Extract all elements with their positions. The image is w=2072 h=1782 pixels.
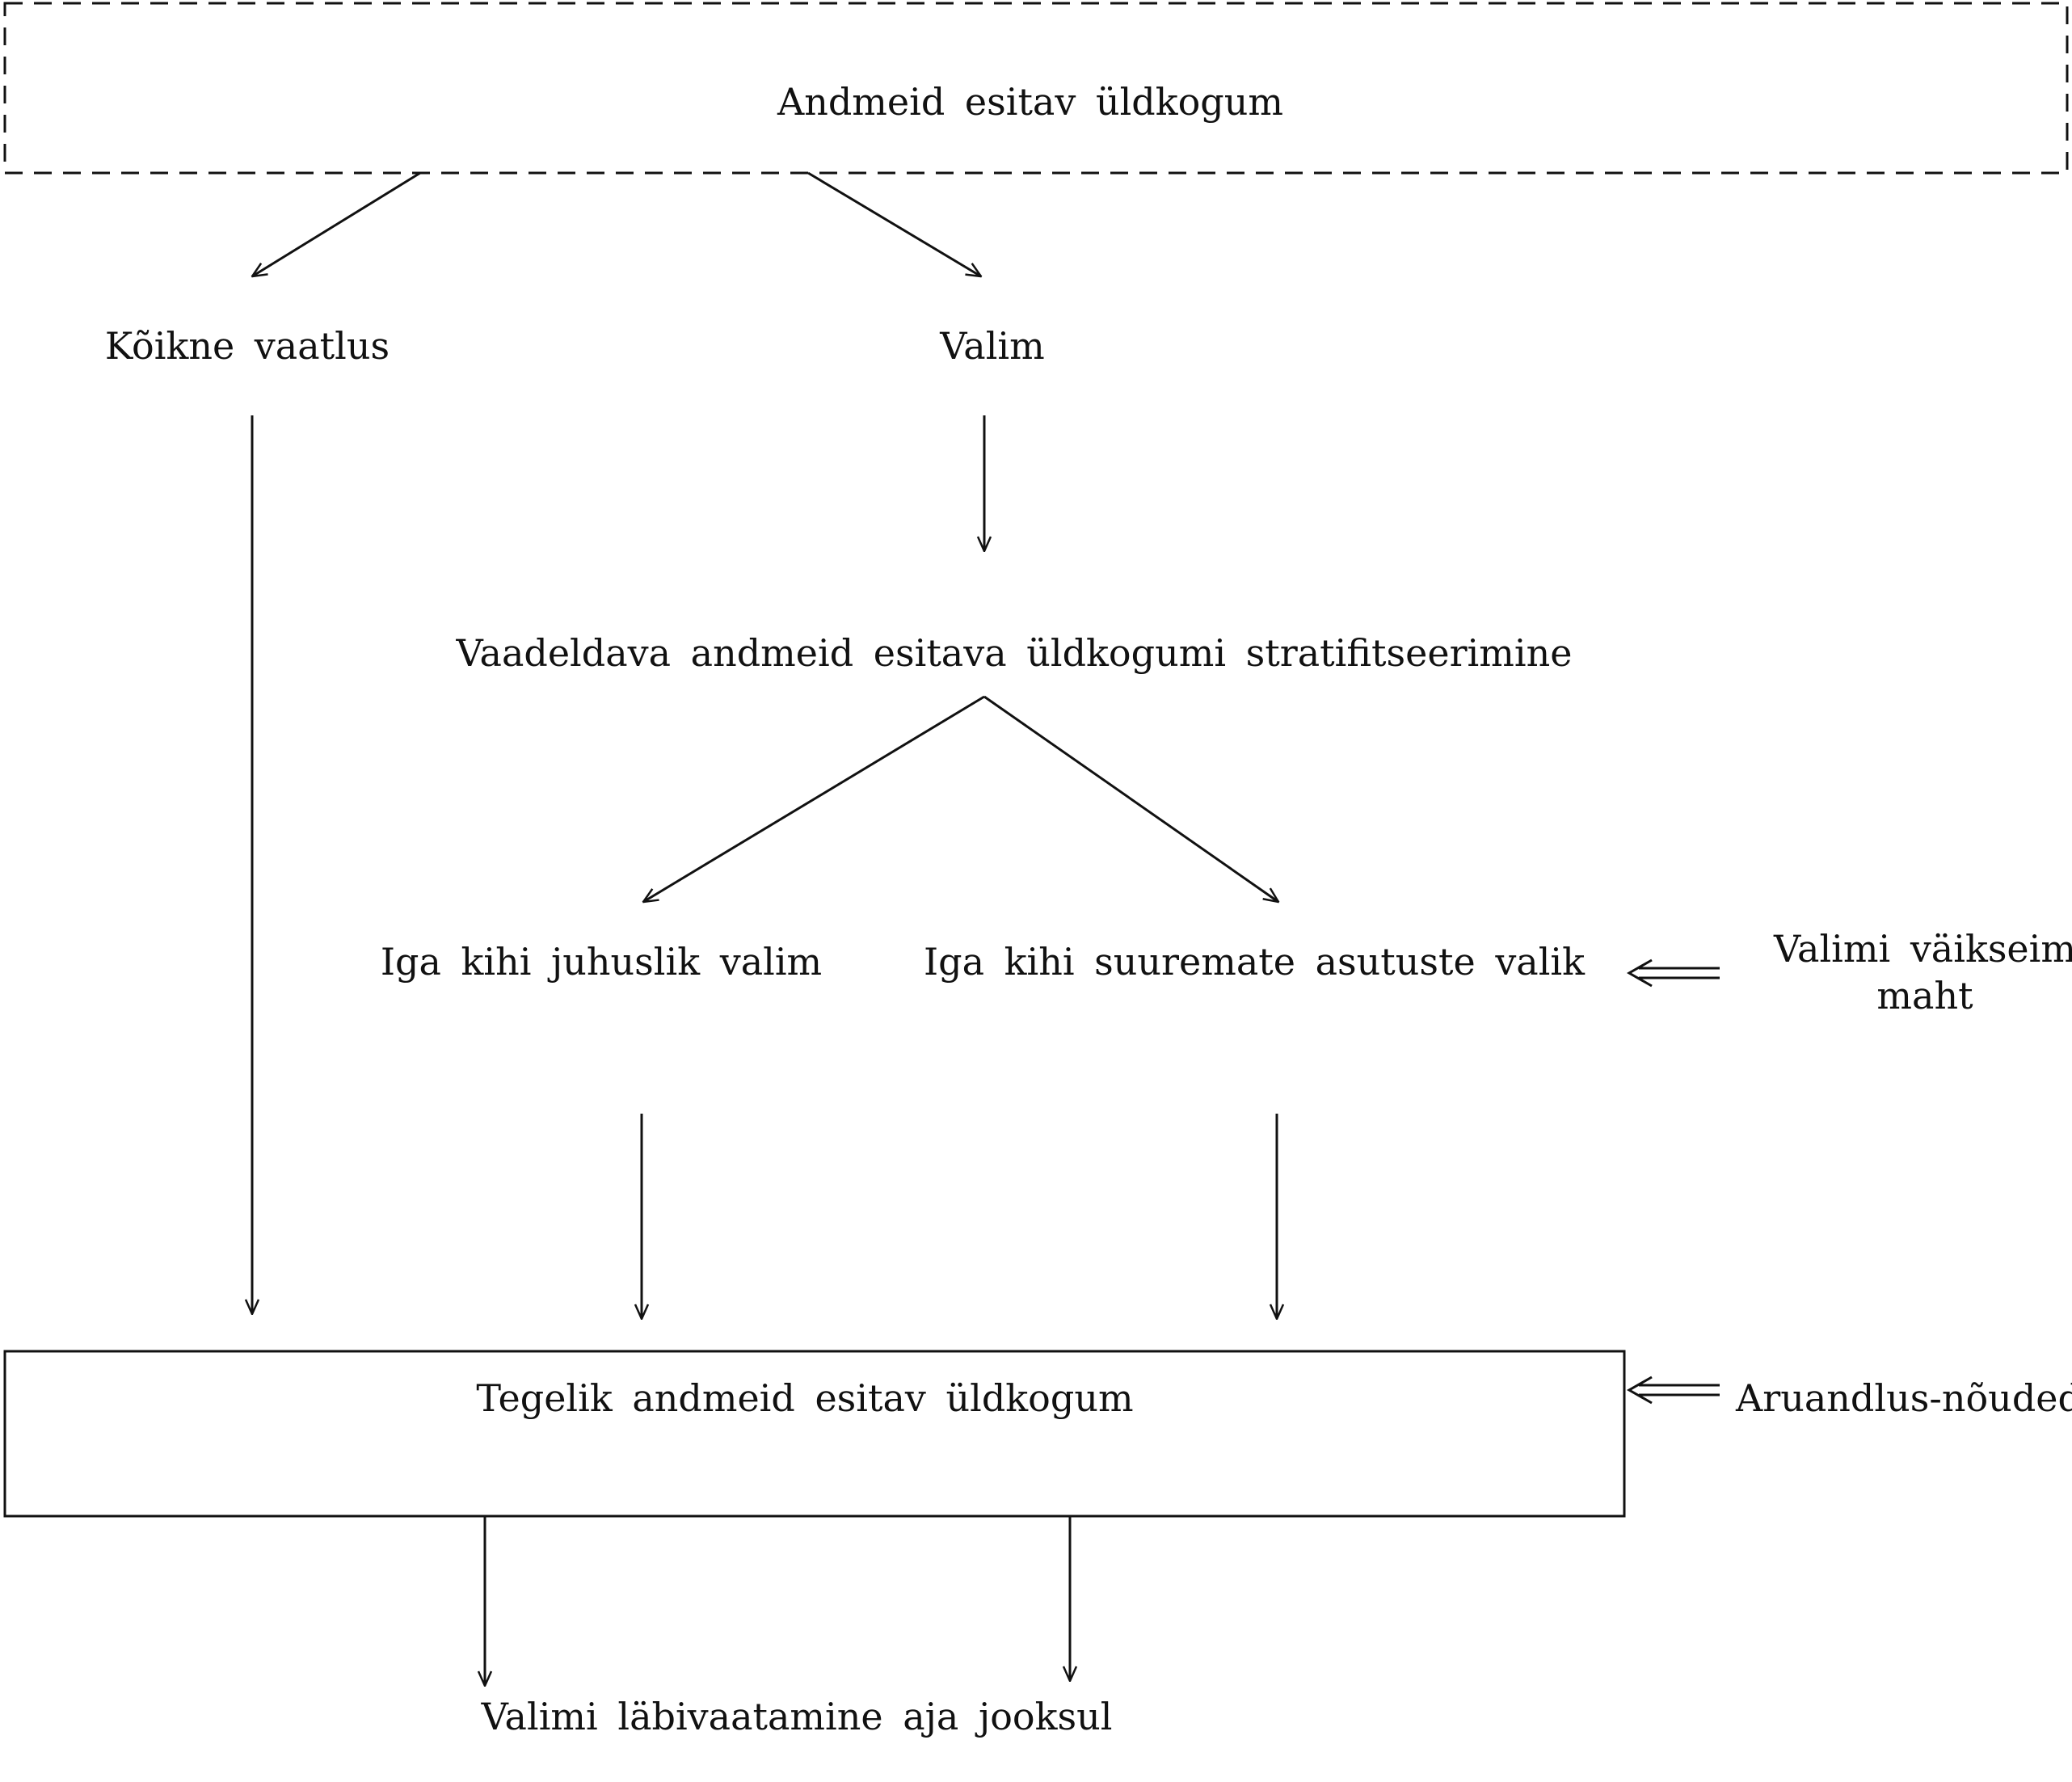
node-sample: Valim	[939, 324, 1044, 368]
node-sample-review: Valimi läbivaatamine aja jooksul	[481, 1695, 1113, 1738]
node-largest-units: Iga kihi suuremate asutuste valik	[924, 940, 1586, 984]
population-box	[3, 2, 2069, 175]
node-census: Kõikne vaatlus	[105, 324, 390, 368]
node-random-sample: Iga kihi juhuslik valim	[381, 940, 822, 984]
node-population: Andmeid esitav üldkogum	[777, 80, 1283, 124]
node-stratification: Vaadeldava andmeid esitava üldkogumi str…	[456, 631, 1573, 675]
edge-stratification-random	[643, 695, 985, 902]
node-min-sample-size-line1: Valimi väikseim	[1773, 927, 2072, 971]
edge-population-sample	[807, 171, 981, 276]
double-arrow-reporting-requirements	[1626, 1375, 1720, 1405]
edge-stratification-largest	[983, 695, 1278, 902]
node-min-sample-size-line2: maht	[1876, 974, 1973, 1017]
edge-population-census	[252, 171, 421, 276]
node-reporting-requirements: Aruandlus-nõuded	[1735, 1376, 2072, 1420]
node-actual-population: Tegelik andmeid esitav üldkogum	[476, 1376, 1133, 1420]
actual-population-box	[3, 1350, 1626, 1518]
double-arrow-min-sample-size	[1626, 958, 1720, 988]
